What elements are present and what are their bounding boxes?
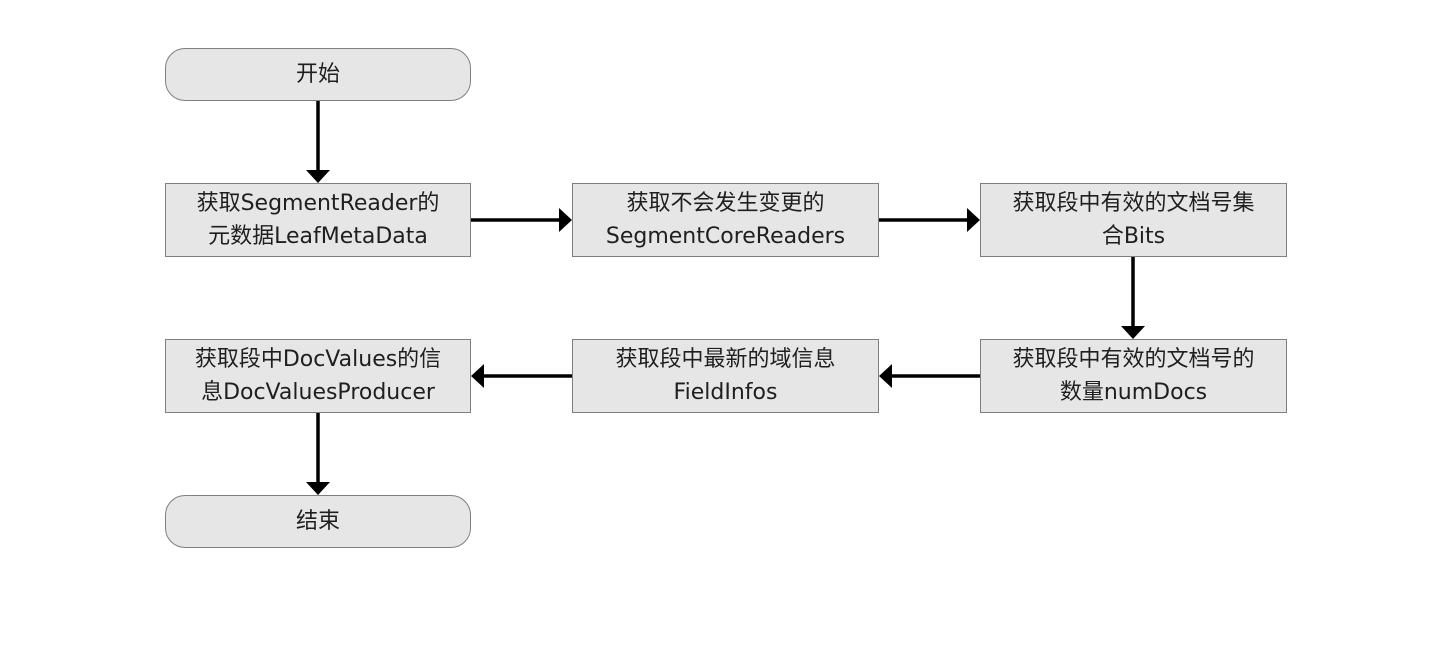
edge-meta-to-core: [470, 208, 572, 232]
node-meta: 获取SegmentReader的 元数据LeafMetaData: [165, 183, 471, 257]
node-bits-line-2: 合Bits: [1101, 224, 1166, 249]
node-fields-line-2: FieldInfos: [673, 380, 778, 405]
node-docvalues: 获取段中DocValues的信 息DocValuesProducer: [165, 339, 471, 413]
node-fields-line-1: 获取段中最新的域信息: [615, 347, 836, 372]
node-meta-line-1: 获取SegmentReader的: [196, 191, 440, 216]
edge-docvalues-to-end: [306, 413, 330, 495]
node-core: 获取不会发生变更的 SegmentCoreReaders: [572, 183, 879, 257]
node-bits-line-1: 获取段中有效的文档号集: [1012, 191, 1255, 216]
node-end-line-1: 结束: [295, 509, 340, 534]
node-numdocs: 获取段中有效的文档号的 数量numDocs: [980, 339, 1287, 413]
node-start: 开始: [165, 48, 471, 101]
node-start-line-1: 开始: [295, 62, 340, 87]
node-bits: 获取段中有效的文档号集 合Bits: [980, 183, 1287, 257]
node-docvalues-line-2: 息DocValuesProducer: [201, 380, 435, 405]
node-fields: 获取段中最新的域信息 FieldInfos: [572, 339, 879, 413]
edge-numdocs-to-fields: [879, 364, 980, 388]
edge-core-to-bits: [879, 208, 980, 232]
node-docvalues-line-1: 获取段中DocValues的信: [194, 347, 442, 372]
edge-start-to-meta: [306, 101, 330, 183]
node-numdocs-line-2: 数量numDocs: [1059, 380, 1208, 405]
node-core-line-2: SegmentCoreReaders: [605, 224, 846, 249]
node-end: 结束: [165, 495, 471, 548]
node-numdocs-line-1: 获取段中有效的文档号的: [1012, 347, 1255, 372]
edge-bits-to-numdocs: [1121, 257, 1145, 339]
node-meta-line-2: 元数据LeafMetaData: [208, 224, 428, 249]
edge-fields-to-docvalues: [471, 364, 572, 388]
node-core-line-1: 获取不会发生变更的: [626, 191, 825, 216]
